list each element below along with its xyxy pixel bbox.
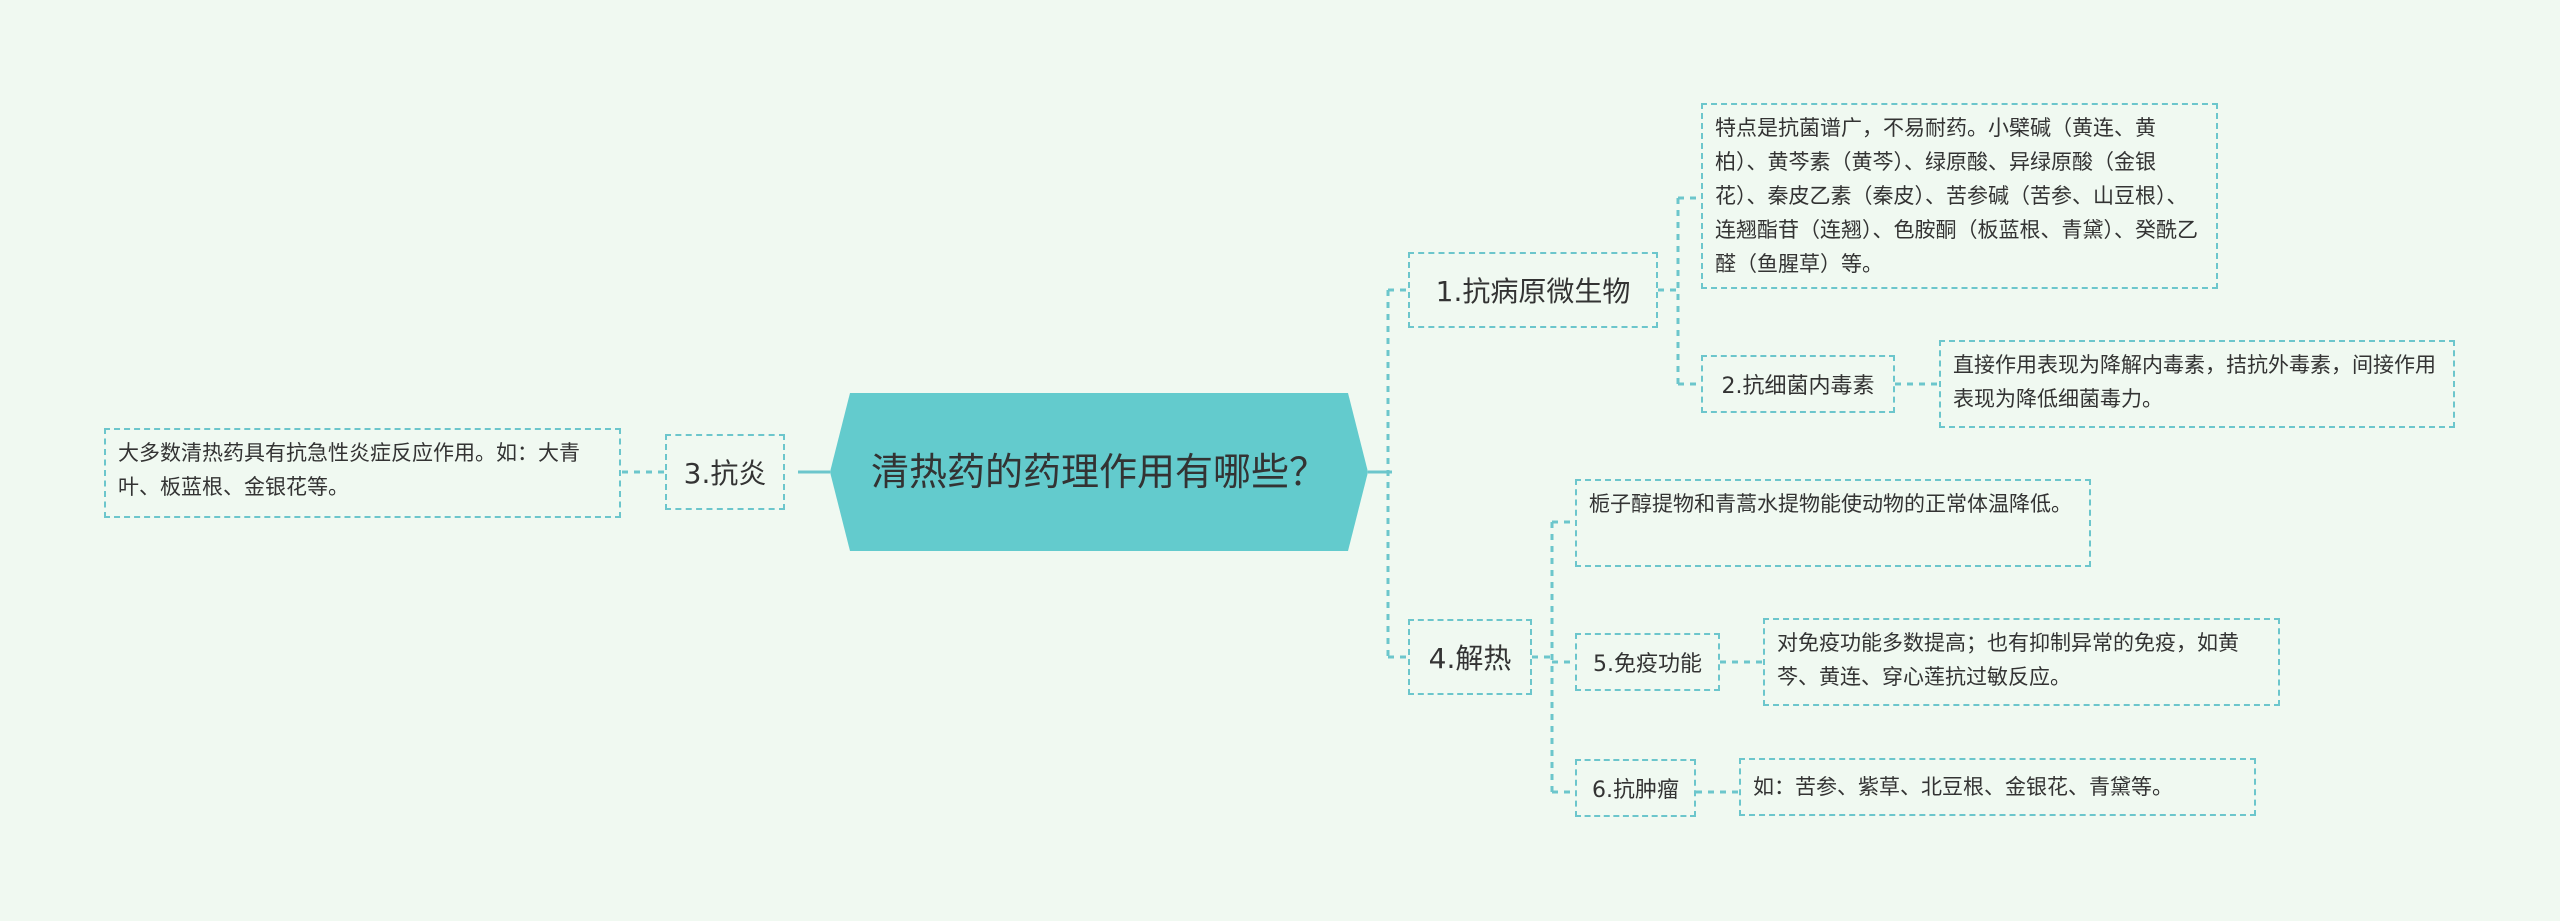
sub-antitumor-label: 6.抗肿瘤 [1592,778,1679,803]
connector-b1-trunk [1658,198,1680,384]
branch-anti-pathogen[interactable]: 1.抗病原微生物 [1408,252,1658,328]
leaf-anti-pathogen[interactable]: 特点是抗菌谱广，不易耐药。小檗碱（黄连、黄柏）、黄芩素（黄芩）、绿原酸、异绿原酸… [1701,103,2218,289]
sub-immune-function[interactable]: 5.免疫功能 [1575,633,1720,691]
sub-immune-function-label: 5.免疫功能 [1593,652,1702,677]
leaf-anti-inflammatory-text: 大多数清热药具有抗急性炎症反应作用。如：大青叶、板蓝根、金银花等。 [118,441,580,499]
branch-anti-inflammatory-label: 3.抗炎 [683,457,767,490]
central-topic-label: 清热药的药理作用有哪些？ [870,450,1327,494]
leaf-anti-inflammatory[interactable]: 大多数清热药具有抗急性炎症反应作用。如：大青叶、板蓝根、金银花等。 [104,428,621,518]
leaf-anti-endotoxin-text: 直接作用表现为降解内毒素，拮抗外毒素，间接作用表现为降低细菌毒力。 [1953,353,2436,411]
sub-anti-endotoxin-label: 2.抗细菌内毒素 [1721,374,1875,399]
central-topic[interactable]: 清热药的药理作用有哪些？ [830,393,1368,551]
connector-right-trunk [1386,290,1392,657]
leaf-immune-function-text: 对免疫功能多数提高；也有抑制异常的免疫，如黄芩、黄连、穿心莲抗过敏反应。 [1777,631,2239,689]
connector-b4-trunk [1532,522,1554,792]
sub-anti-endotoxin[interactable]: 2.抗细菌内毒素 [1701,355,1895,413]
branch-antipyretic-label: 4.解热 [1428,642,1512,675]
leaf-antipyretic-text: 栀子醇提物和青蒿水提物能使动物的正常体温降低。 [1589,492,2072,516]
leaf-antipyretic[interactable]: 栀子醇提物和青蒿水提物能使动物的正常体温降低。 [1575,479,2091,567]
leaf-anti-pathogen-text: 特点是抗菌谱广，不易耐药。小檗碱（黄连、黄柏）、黄芩素（黄芩）、绿原酸、异绿原酸… [1715,116,2198,276]
sub-antitumor[interactable]: 6.抗肿瘤 [1575,759,1696,817]
branch-anti-pathogen-label: 1.抗病原微生物 [1435,275,1631,308]
leaf-anti-endotoxin[interactable]: 直接作用表现为降解内毒素，拮抗外毒素，间接作用表现为降低细菌毒力。 [1939,340,2455,428]
branch-antipyretic[interactable]: 4.解热 [1408,619,1532,695]
leaf-antitumor[interactable]: 如：苦参、紫草、北豆根、金银花、青黛等。 [1739,758,2256,816]
leaf-antitumor-text: 如：苦参、紫草、北豆根、金银花、青黛等。 [1753,775,2173,799]
leaf-immune-function[interactable]: 对免疫功能多数提高；也有抑制异常的免疫，如黄芩、黄连、穿心莲抗过敏反应。 [1763,618,2280,706]
branch-anti-inflammatory[interactable]: 3.抗炎 [665,434,785,510]
